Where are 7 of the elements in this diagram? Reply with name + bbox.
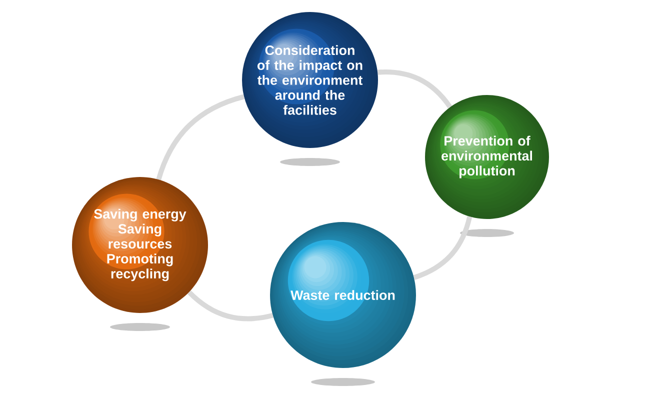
sphere: Prevention of environmental pollution xyxy=(425,95,549,219)
sphere: Waste reduction xyxy=(270,222,416,368)
ring-segment xyxy=(378,70,452,108)
ring-segment xyxy=(187,290,274,322)
ring-segment xyxy=(413,216,472,280)
ring-segment xyxy=(156,94,245,180)
sphere: Consideration of the impact on the environment around the facilities xyxy=(242,12,378,148)
